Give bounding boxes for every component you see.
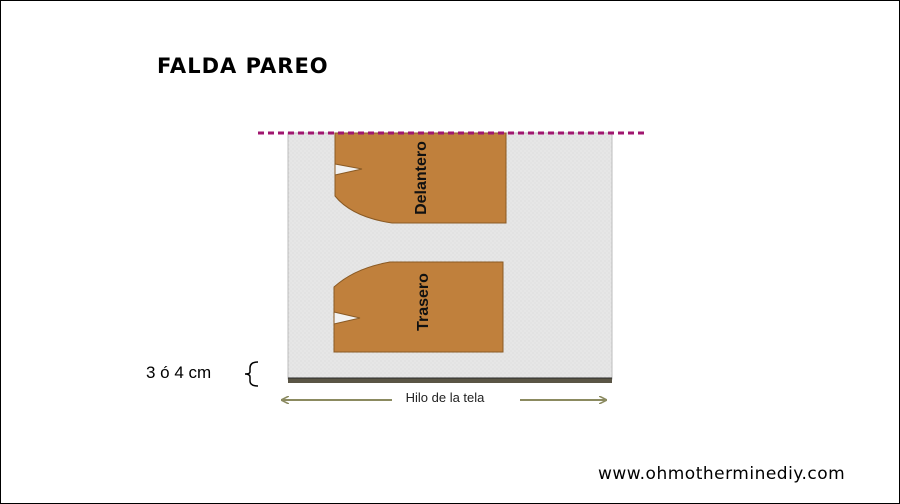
website-link[interactable]: www.ohmotherminediy.com bbox=[598, 464, 846, 484]
seam-allowance-label: 3 ó 4 cm bbox=[146, 363, 212, 382]
front-dart bbox=[334, 163, 363, 176]
front-pattern-piece bbox=[334, 132, 507, 224]
back-dart bbox=[333, 311, 361, 325]
brace-icon bbox=[244, 361, 259, 387]
grain-label: Hilo de la tela bbox=[405, 390, 485, 405]
hem-band bbox=[288, 378, 612, 383]
front-piece-label: Delantero bbox=[413, 141, 430, 215]
page-title: FALDA PAREO bbox=[157, 54, 329, 78]
back-pattern-piece bbox=[333, 261, 504, 353]
back-piece-label: Trasero bbox=[415, 273, 432, 331]
